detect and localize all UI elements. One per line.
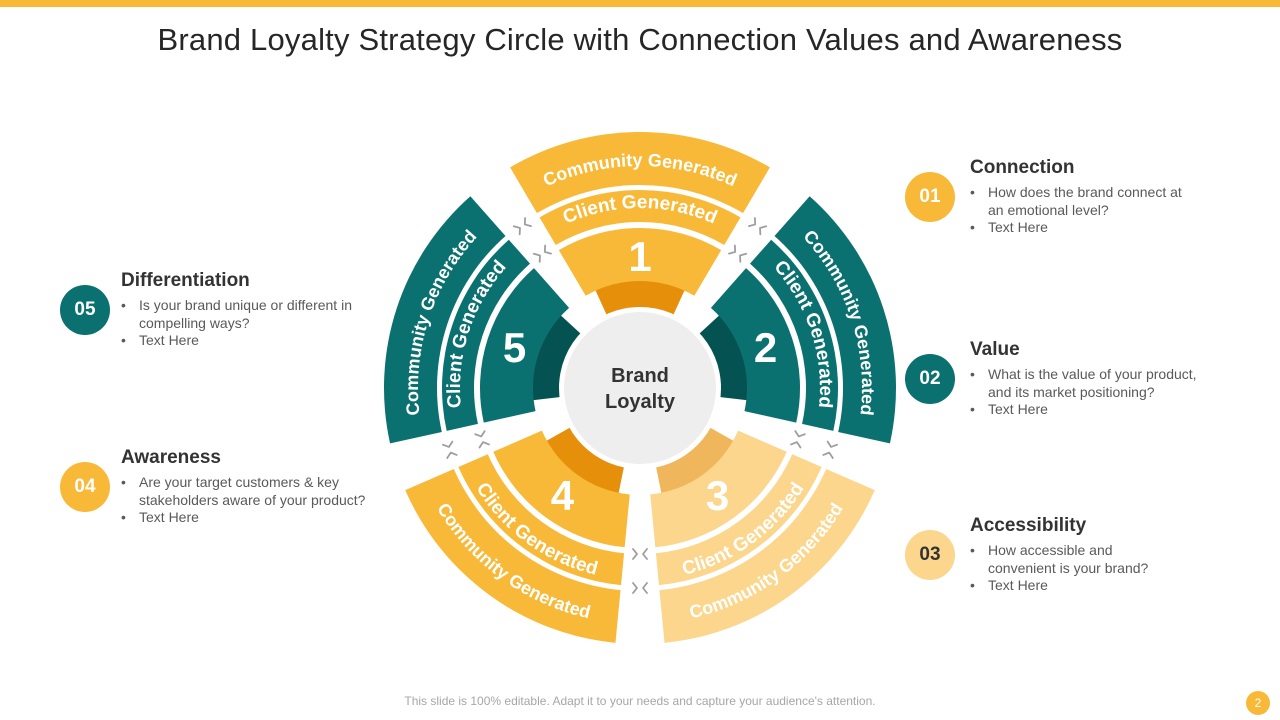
segment-5-client-band	[441, 239, 531, 431]
bullet-value-2: Text Here	[970, 401, 1220, 419]
center-label-line2: Loyalty	[605, 391, 676, 413]
segment-2-inner-band	[698, 315, 749, 401]
chevron-connectors	[441, 217, 839, 594]
bullet-awareness-2: Text Here	[121, 509, 386, 527]
segment-5-number-band	[479, 268, 570, 423]
segment-4-number-band	[493, 430, 630, 548]
badge-05: 05	[60, 285, 110, 335]
segment-1-number: 1	[628, 233, 651, 280]
segment-4-number: 4	[551, 472, 575, 519]
page-number: 2	[1246, 691, 1270, 715]
segment-3-community-band	[659, 468, 875, 643]
slide-title: Brand Loyalty Strategy Circle with Conne…	[157, 22, 1123, 57]
segment-4-inner-band	[546, 427, 625, 494]
segment-1-inner-band	[595, 279, 685, 316]
item-title-value: Value	[970, 339, 1020, 360]
chevron-icon	[748, 217, 768, 236]
chevron-icon	[632, 582, 648, 594]
badge-04: 04	[60, 462, 110, 512]
segment-3-inner-band	[655, 427, 734, 494]
chevron-icon	[532, 244, 552, 263]
chevron-icon	[512, 217, 532, 236]
chevron-icon	[822, 440, 839, 459]
item-title-connection: Connection	[970, 157, 1075, 178]
top-accent-bar	[0, 0, 1280, 7]
segment-1-number-band	[558, 227, 722, 296]
segment-2-client-band	[749, 239, 839, 431]
segment-5-inner-band	[531, 315, 582, 401]
item-accessibility: Accessibility How accessible and conveni…	[970, 515, 1280, 595]
segment-wedges: 1 2 3 4 5	[384, 131, 896, 643]
bullet-differentiation-1: Is your brand unique or different in com…	[121, 297, 371, 332]
chevron-icon	[441, 440, 458, 459]
item-value: Value What is the value of your product,…	[970, 339, 1280, 419]
chevron-icon	[728, 244, 748, 263]
chevron-icon	[474, 430, 490, 449]
segment-1-community-band	[510, 131, 770, 214]
item-connection: Connection How does the brand connect at…	[970, 157, 1280, 237]
bullet-connection-1: How does the brand connect at an emotion…	[970, 184, 1190, 219]
bullet-connection-2: Text Here	[970, 219, 1190, 237]
bullet-differentiation-2: Text Here	[121, 332, 371, 350]
badge-01: 01	[905, 172, 955, 222]
item-title-accessibility: Accessibility	[970, 515, 1087, 536]
bullet-accessibility-2: Text Here	[970, 577, 1170, 595]
item-differentiation: Differentiation Is your brand unique or …	[121, 270, 451, 350]
segment-3-number-band	[650, 430, 787, 548]
bullet-awareness-1: Are your target customers & key stakehol…	[121, 474, 386, 509]
chevron-icon	[632, 548, 648, 560]
segment-3-client-band	[655, 454, 822, 586]
segment-1-client-band	[539, 190, 741, 245]
segment-2-number: 2	[754, 324, 777, 371]
badge-02: 02	[905, 354, 955, 404]
item-awareness: Awareness Are your target customers & ke…	[121, 447, 451, 527]
bullet-value-1: What is the value of your product, and i…	[970, 366, 1220, 401]
badge-03: 03	[905, 530, 955, 580]
segment-5-number: 5	[503, 324, 526, 371]
footer-note: This slide is 100% editable. Adapt it to…	[404, 694, 876, 708]
item-title-differentiation: Differentiation	[121, 270, 250, 291]
bullet-accessibility-1: How accessible and convenient is your br…	[970, 542, 1170, 577]
segment-4-client-band	[458, 454, 625, 586]
segment-5-community-band	[384, 196, 506, 444]
item-title-awareness: Awareness	[121, 447, 221, 468]
segment-2-number-band	[710, 268, 801, 423]
center-circle	[564, 312, 716, 464]
segment-2-community-band	[774, 196, 896, 444]
chevron-icon	[790, 430, 806, 449]
center-label-line1: Brand	[611, 365, 669, 387]
segment-3-number: 3	[706, 472, 729, 519]
segment-4-community-band	[405, 468, 621, 643]
